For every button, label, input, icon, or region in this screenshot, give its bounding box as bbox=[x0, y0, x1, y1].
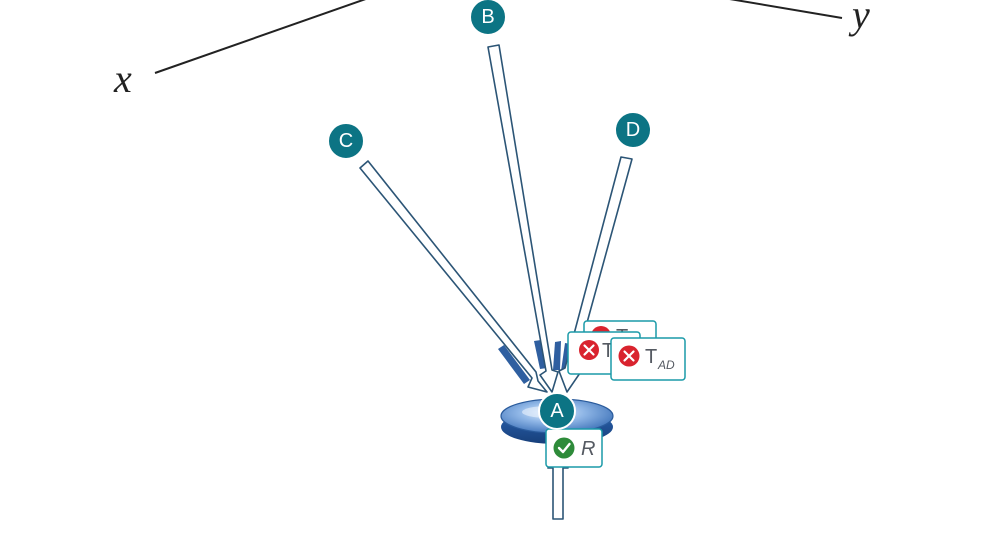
svg-text:C: C bbox=[339, 130, 353, 152]
point-marker-a[interactable]: A bbox=[538, 392, 576, 430]
x-circle-icon bbox=[618, 345, 640, 367]
y-axis-line bbox=[729, 0, 843, 19]
point-marker-c[interactable]: C bbox=[327, 122, 365, 160]
x-circle-icon bbox=[579, 340, 599, 360]
check-circle-icon bbox=[553, 437, 575, 459]
x-axis-line bbox=[154, 0, 366, 74]
point-marker-d[interactable]: D bbox=[614, 111, 652, 149]
force-tag-tad[interactable]: T AD bbox=[610, 337, 686, 381]
y-axis-label: y bbox=[848, 0, 870, 37]
hidden-arrow-stubs bbox=[498, 340, 571, 384]
svg-text:AD: AD bbox=[657, 358, 675, 372]
arrow-from-b bbox=[487, 44, 559, 393]
point-marker-b[interactable]: B bbox=[469, 0, 507, 36]
svg-text:R: R bbox=[581, 438, 595, 460]
arrow-from-c bbox=[359, 160, 548, 393]
svg-text:D: D bbox=[626, 119, 640, 141]
svg-text:T: T bbox=[645, 346, 657, 368]
svg-text:B: B bbox=[481, 6, 494, 28]
svg-text:A: A bbox=[550, 400, 564, 422]
force-tag-r[interactable]: R bbox=[545, 428, 603, 468]
x-axis-label: x bbox=[113, 56, 132, 101]
